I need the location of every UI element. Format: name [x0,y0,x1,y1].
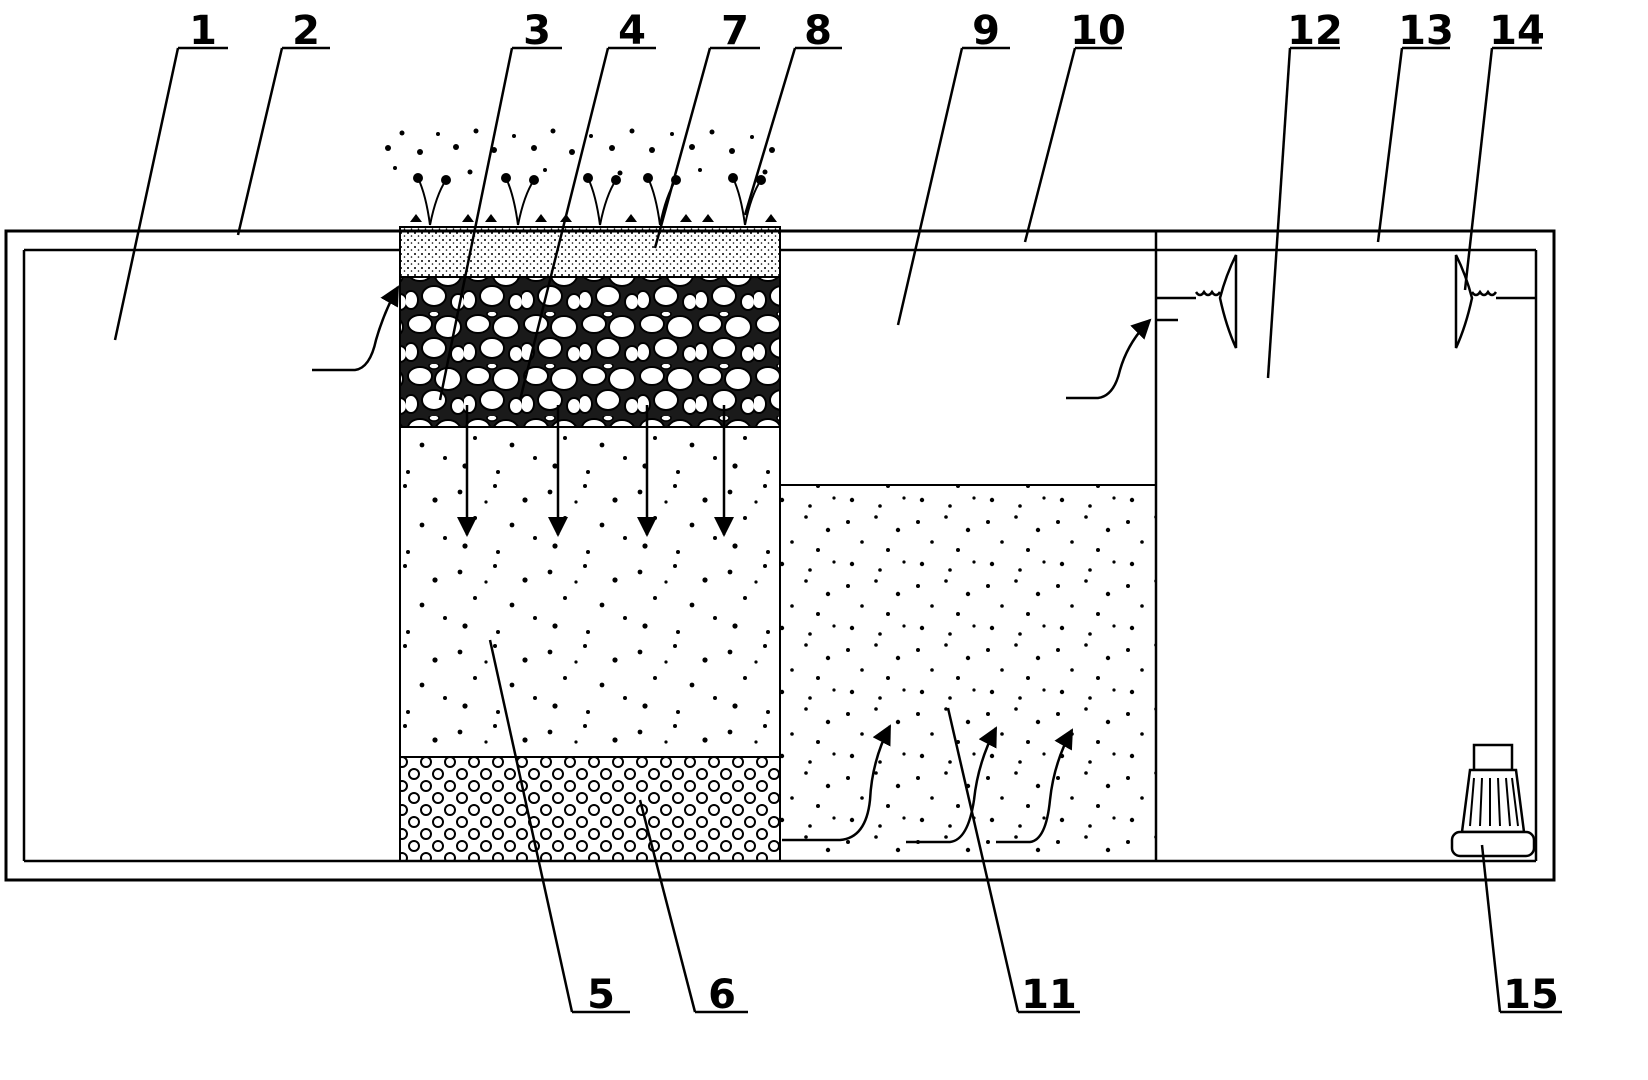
biofilter-media-bed [779,484,1157,862]
callout-7: 7 [721,8,749,54]
gravel-layer [399,276,781,428]
callout-9: 9 [972,8,1000,54]
callout-8: 8 [804,8,832,54]
upflow-arrows [782,724,1074,844]
callout-4: 4 [618,8,646,54]
wetland-plants [385,128,777,226]
callout-1: 1 [189,8,217,54]
callout-10: 10 [1070,8,1126,54]
callout-15: 15 [1503,972,1559,1018]
ceramsite-layer [399,756,781,862]
callout-13: 13 [1398,8,1454,54]
submersible-pump [1450,743,1536,858]
callout-3: 3 [523,8,551,54]
overflow-arrow [1066,318,1152,400]
callout-11: 11 [1021,972,1077,1018]
spray-nozzle-left [1156,254,1238,349]
inflow-arrow [312,285,400,372]
sand-filter-layer [399,426,781,758]
leader-lines [113,46,1562,1014]
callout-12: 12 [1287,8,1343,54]
downflow-arrows [457,405,734,537]
callout-6: 6 [708,972,736,1018]
callout-14: 14 [1489,8,1545,54]
fine-sand-layer [399,226,781,278]
callout-5: 5 [587,972,615,1018]
callout-2: 2 [292,8,320,54]
spray-nozzle-right [1454,254,1536,349]
